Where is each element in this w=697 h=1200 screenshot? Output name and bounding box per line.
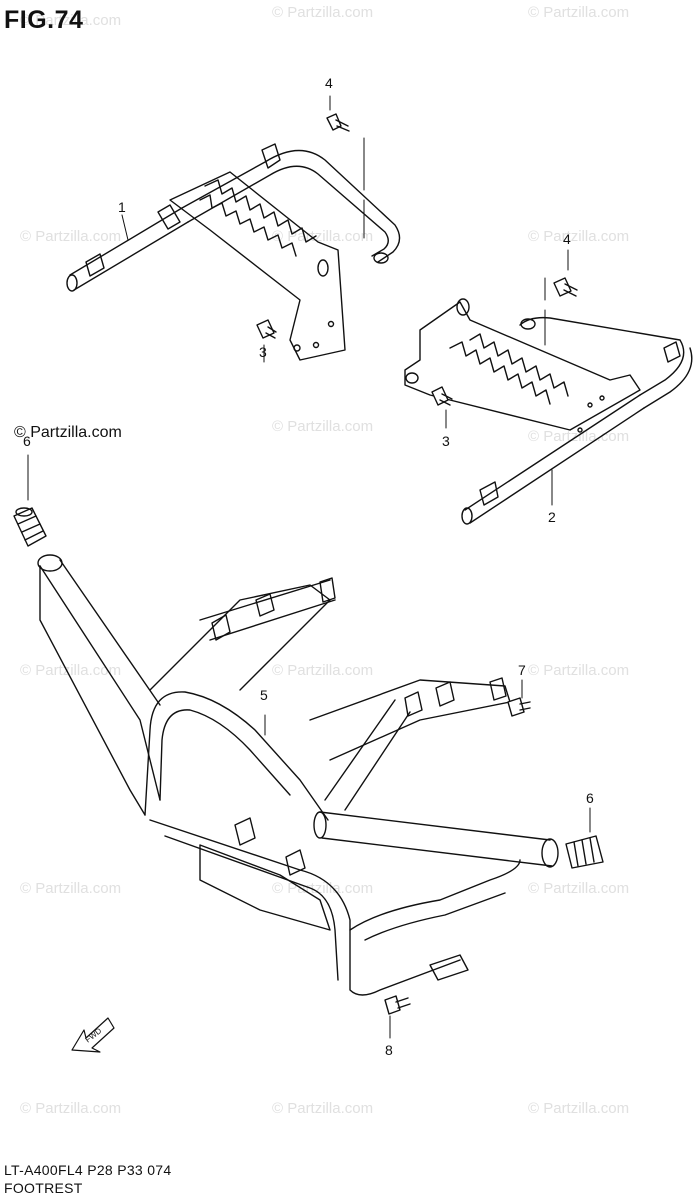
watermark: © Partzilla.com <box>528 662 630 679</box>
copyright-notice: © Partzilla.com <box>14 424 122 441</box>
part-4-bolt-top <box>326 95 365 239</box>
part-3-bolt-right <box>431 386 453 429</box>
watermark: © Partzilla.com <box>20 1100 122 1117</box>
watermark: © Partzilla.com <box>20 12 122 29</box>
part-6-cap-left <box>13 454 47 547</box>
callout-6: 6 <box>23 433 31 449</box>
callout-4: 4 <box>563 231 571 247</box>
callout-5: 5 <box>260 687 268 703</box>
watermark: © Partzilla.com <box>272 418 374 435</box>
watermark: © Partzilla.com <box>20 662 122 679</box>
forward-arrow-icon: FWD <box>71 1017 115 1053</box>
part-8-bolt <box>384 995 411 1039</box>
watermark: © Partzilla.com <box>20 228 122 245</box>
callout-3: 3 <box>259 344 267 360</box>
watermark: © Partzilla.com <box>272 662 374 679</box>
watermark: © Partzilla.com <box>272 1100 374 1117</box>
callout-2: 2 <box>548 509 556 525</box>
watermark: © Partzilla.com <box>528 228 630 245</box>
watermark: © Partzilla.com <box>272 228 374 245</box>
watermark: © Partzilla.com <box>528 880 630 897</box>
callout-8: 8 <box>385 1042 393 1058</box>
part-5-footrest-frame <box>37 554 559 996</box>
part-6-cap-right <box>565 807 604 869</box>
model-code: LT-A400FL4 P28 P33 074 <box>4 1162 172 1178</box>
watermark: © Partzilla.com <box>528 428 630 445</box>
watermark: © Partzilla.com <box>528 1100 630 1117</box>
watermark: © Partzilla.com <box>272 4 374 21</box>
figure-title: FIG.74 <box>4 6 84 34</box>
leader-lines <box>121 214 553 506</box>
callout-7: 7 <box>518 662 526 678</box>
watermark: © Partzilla.com <box>272 880 374 897</box>
part-2-right-footrest <box>404 298 693 525</box>
section-name: FOOTREST <box>4 1180 83 1196</box>
part-1-left-footrest <box>66 143 401 361</box>
callout-6: 6 <box>586 790 594 806</box>
part-3-bolt-left <box>256 319 277 363</box>
callout-1: 1 <box>118 199 126 215</box>
watermark: © Partzilla.com <box>20 880 122 897</box>
callout-4: 4 <box>325 75 333 91</box>
callout-3: 3 <box>442 433 450 449</box>
watermark: © Partzilla.com <box>528 4 630 21</box>
part-7-bolt <box>507 679 531 717</box>
part-4-bolt-right <box>544 249 578 346</box>
